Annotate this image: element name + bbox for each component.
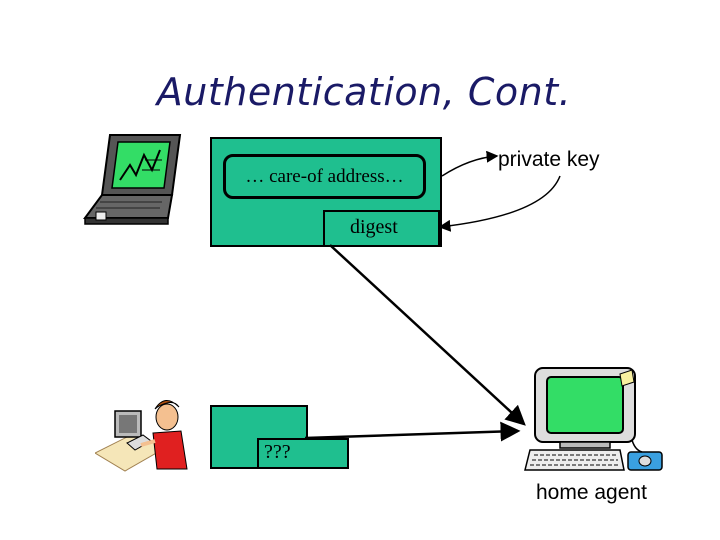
private-key-arrow [441,150,499,177]
laptop-icon [83,134,182,225]
digest-label-top: digest [350,216,398,238]
private-key-label: private key [498,148,600,171]
digest-box-bottom [257,438,349,469]
bottom-to-home-agent-arrow [304,421,521,442]
desktop-computer-icon [524,367,663,471]
private-key-to-digest-arrow [438,175,561,232]
digest-box-top [323,210,440,247]
digest-to-home-agent-arrow [329,244,526,426]
digest-label-bottom: ??? [264,441,291,463]
person-at-computer-icon [95,400,188,472]
care-of-address-field: … care-of address… [223,154,426,199]
home-agent-label: home agent [536,481,647,504]
slide-title: Authentication, Cont. [156,70,572,114]
